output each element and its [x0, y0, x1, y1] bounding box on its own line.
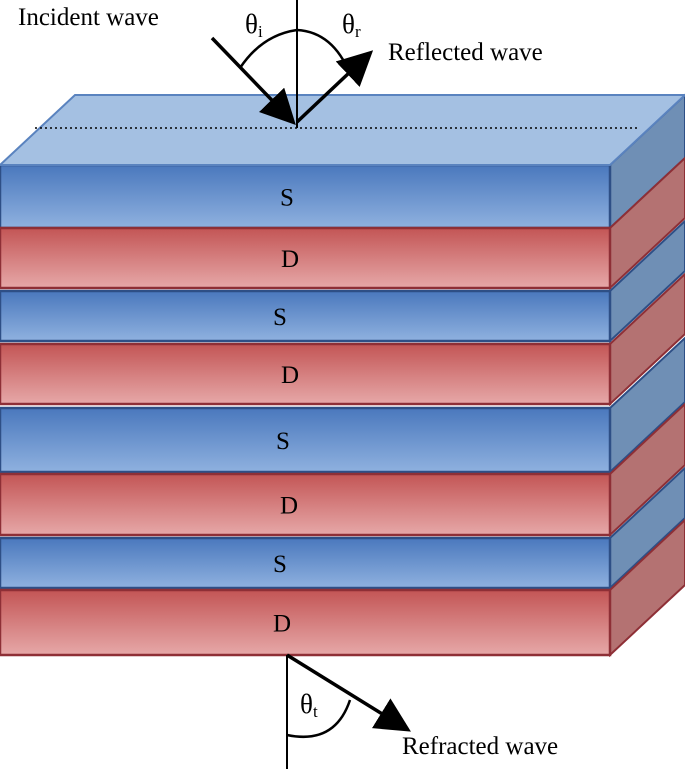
reflected-angle-arc: [296, 28, 352, 75]
layer-label-6: D: [280, 493, 298, 520]
layer-front-3: [0, 289, 612, 343]
layer-front-4: [0, 342, 612, 406]
theta-r-sub: r: [355, 22, 361, 41]
layer-front-2: [0, 226, 612, 290]
theta-r-label: θr: [342, 9, 361, 41]
layer-front-8: [0, 588, 612, 657]
layer-label-2: D: [281, 246, 299, 273]
theta-t-sub: t: [313, 702, 318, 721]
theta-t-symbol: θ: [300, 689, 313, 719]
theta-i-label: θi: [245, 9, 263, 41]
incident-wave-label: Incident wave: [18, 4, 159, 31]
layer-label-8: D: [273, 611, 291, 638]
top-face: [0, 94, 685, 166]
reflected-ray: [295, 50, 374, 124]
theta-i-symbol: θ: [245, 9, 258, 39]
layer-label-3: S: [273, 304, 287, 331]
layer-label-4: D: [281, 362, 299, 389]
refracted-ray: [286, 653, 411, 732]
theta-i-sub: i: [258, 22, 263, 41]
incident-ray: [210, 36, 296, 126]
layer-label-1: S: [280, 185, 294, 212]
layer-label-5: S: [276, 428, 290, 455]
layer-front-5: [0, 406, 612, 474]
layer-front-7: [0, 536, 612, 590]
layer-stack: S D S D S D S D: [0, 93, 685, 658]
layer-front-1: [0, 163, 612, 230]
incident-angle-arc: [238, 28, 298, 69]
layer-front-6: [0, 472, 612, 537]
theta-t-label: θt: [300, 689, 318, 721]
theta-r-symbol: θ: [342, 9, 355, 39]
refracted-wave-label: Refracted wave: [402, 733, 558, 760]
transmitted-angle-arc: [286, 699, 352, 739]
reflected-wave-label: Reflected wave: [388, 39, 543, 66]
layer-label-7: S: [273, 551, 287, 578]
